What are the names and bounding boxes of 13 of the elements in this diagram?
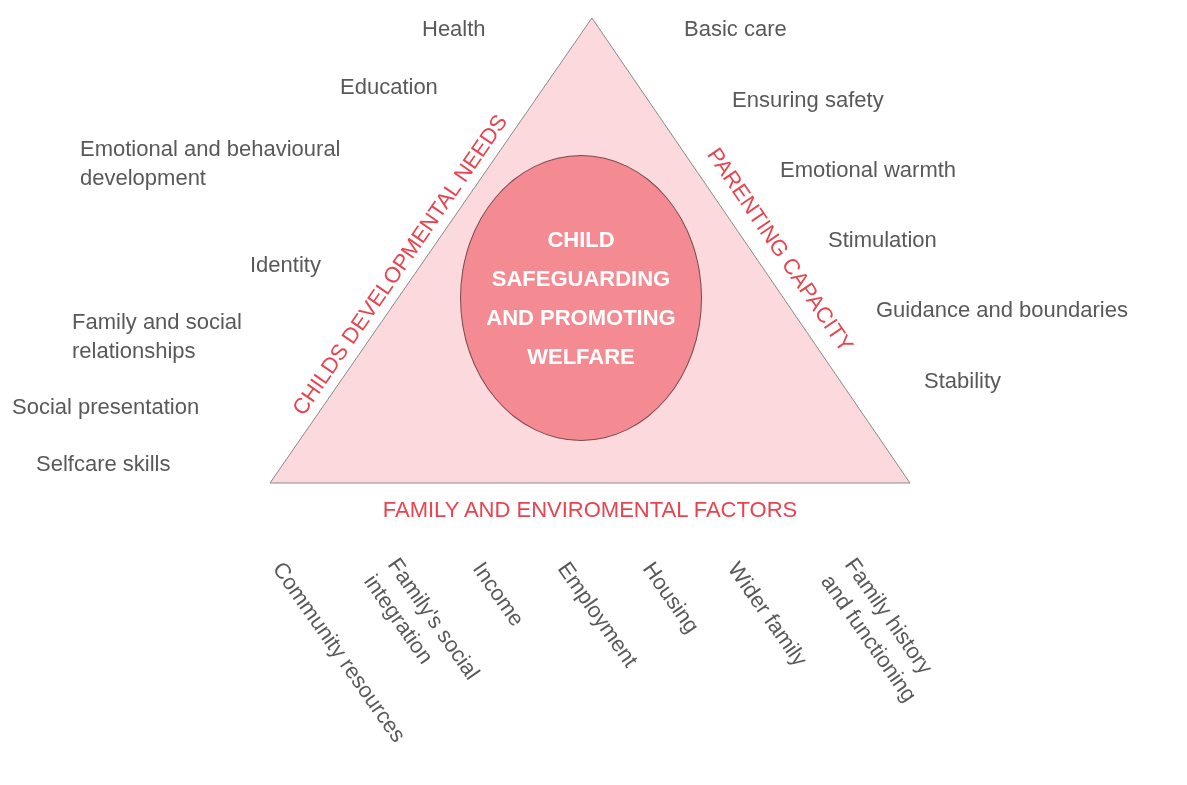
factor-label: Selfcare skills — [36, 450, 171, 478]
factor-label: Education — [340, 73, 438, 101]
factor-label: Emotional and behavioural development — [80, 135, 341, 192]
factor-label: Ensuring safety — [732, 86, 884, 114]
factor-label: Identity — [250, 251, 321, 279]
side-label: FAMILY AND ENVIROMENTAL FACTORS — [382, 497, 798, 523]
factor-label: Basic care — [684, 15, 787, 43]
factor-label: Stability — [924, 367, 1002, 395]
factor-label: Family and social relationships — [72, 308, 243, 365]
factor-label: Stimulation — [828, 226, 937, 254]
factor-label: Guidance and boundaries — [876, 296, 1128, 324]
factor-label: Health — [422, 15, 486, 43]
factor-label: Social presentation — [12, 393, 200, 421]
